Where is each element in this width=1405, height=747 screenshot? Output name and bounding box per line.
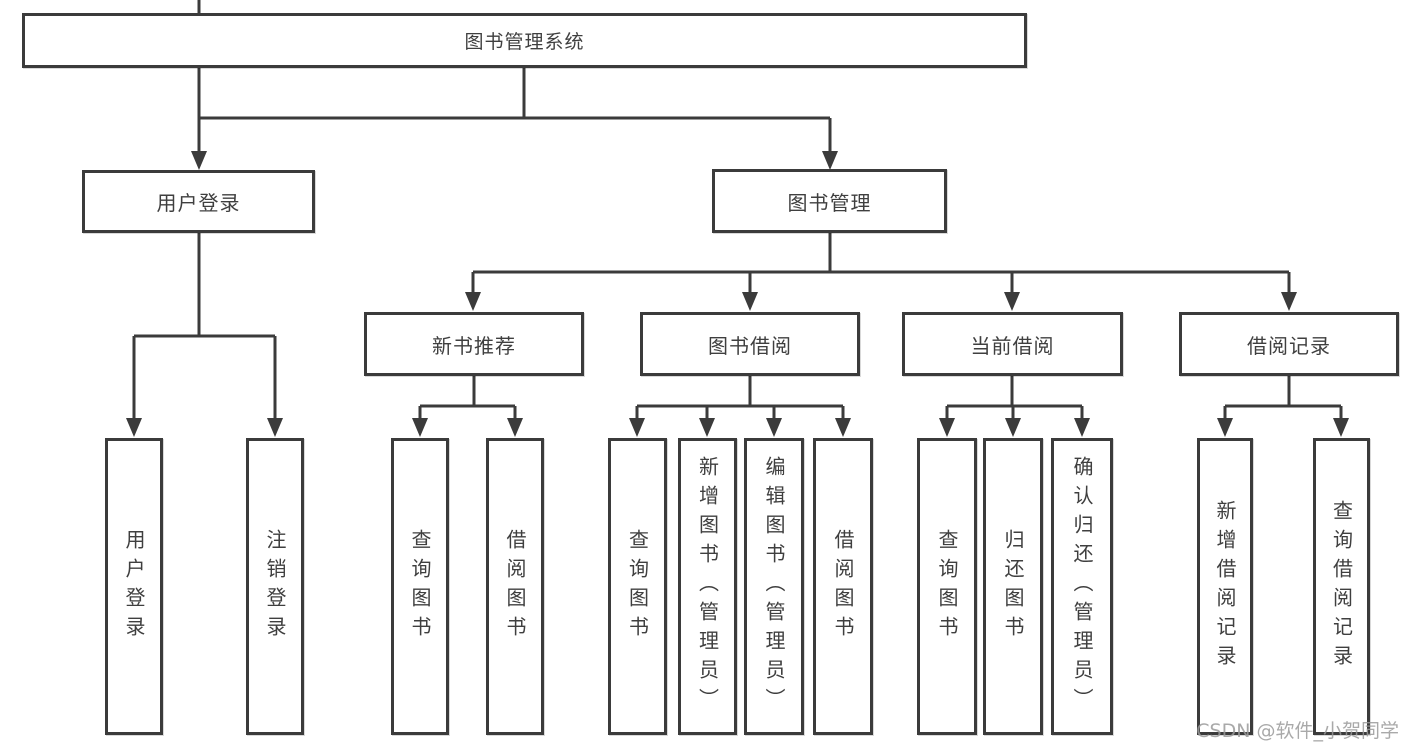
leaf-logout-label: 注销登录 (263, 528, 287, 645)
leaf-return-book: 归还图书 (983, 438, 1043, 735)
leaf-borrow-book-1: 借阅图书 (486, 438, 544, 735)
edge-borrow-record-to-leaves (1217, 376, 1349, 437)
node-user-login-label: 用户登录 (156, 191, 241, 215)
node-borrow-record: 借阅记录 (1179, 312, 1399, 376)
leaf-borrow-book-2: 借阅图书 (813, 438, 873, 735)
csdn-watermark: CSDN @软件_小贺同学 (1196, 720, 1399, 742)
edge-new-book-to-leaves (412, 376, 523, 437)
node-current-borrow-label: 当前借阅 (970, 333, 1055, 358)
node-new-book-recommend-label: 新书推荐 (432, 333, 516, 358)
node-book-borrow: 图书借阅 (640, 312, 860, 376)
leaf-edit-book-admin: 编辑图书（管理员） (744, 438, 804, 735)
leaf-add-borrow-record-label: 新增借阅记录 (1213, 499, 1237, 674)
leaf-query-book-2: 查询图书 (608, 438, 667, 735)
leaf-logout: 注销登录 (246, 438, 304, 735)
node-borrow-record-label: 借阅记录 (1247, 333, 1331, 358)
node-book-management-label: 图书管理 (787, 190, 872, 215)
node-user-login: 用户登录 (82, 170, 315, 233)
leaf-add-book-admin: 新增图书（管理员） (678, 438, 737, 735)
edge-current-borrow-to-leaves (939, 376, 1090, 437)
leaf-query-book-3-label: 查询图书 (935, 528, 959, 645)
node-new-book-recommend: 新书推荐 (364, 312, 584, 376)
leaf-query-book-2-label: 查询图书 (625, 528, 650, 645)
leaf-query-book-3: 查询图书 (917, 438, 977, 735)
leaf-user-login-label: 用户登录 (122, 528, 146, 645)
node-book-management: 图书管理 (712, 169, 947, 233)
leaf-add-borrow-record: 新增借阅记录 (1197, 438, 1253, 735)
leaf-return-book-label: 归还图书 (1001, 528, 1025, 645)
node-root-system: 图书管理系统 (22, 13, 1027, 68)
edge-book-borrow-to-leaves (629, 376, 851, 437)
node-root-label: 图书管理系统 (464, 31, 585, 53)
node-book-borrow-label: 图书借阅 (708, 333, 792, 358)
leaf-confirm-return-admin-label: 确认归还（管理员） (1070, 456, 1094, 717)
edge-root-to-level2 (191, 0, 838, 170)
leaf-add-book-admin-label: 新增图书（管理员） (695, 456, 720, 717)
leaf-confirm-return-admin: 确认归还（管理员） (1051, 438, 1113, 735)
node-current-borrow: 当前借阅 (902, 312, 1123, 376)
edge-book-mgmt-to-level3 (465, 233, 1297, 311)
leaf-borrow-book-1-label: 借阅图书 (503, 528, 527, 645)
leaf-query-book-1: 查询图书 (391, 438, 449, 735)
leaf-query-borrow-record: 查询借阅记录 (1313, 438, 1370, 735)
leaf-query-borrow-record-label: 查询借阅记录 (1329, 499, 1354, 674)
edge-user-login-to-leaves (126, 233, 283, 437)
leaf-borrow-book-2-label: 借阅图书 (831, 528, 855, 645)
leaf-edit-book-admin-label: 编辑图书（管理员） (762, 456, 786, 717)
leaf-user-login: 用户登录 (105, 438, 163, 735)
leaf-query-book-1-label: 查询图书 (408, 528, 432, 645)
